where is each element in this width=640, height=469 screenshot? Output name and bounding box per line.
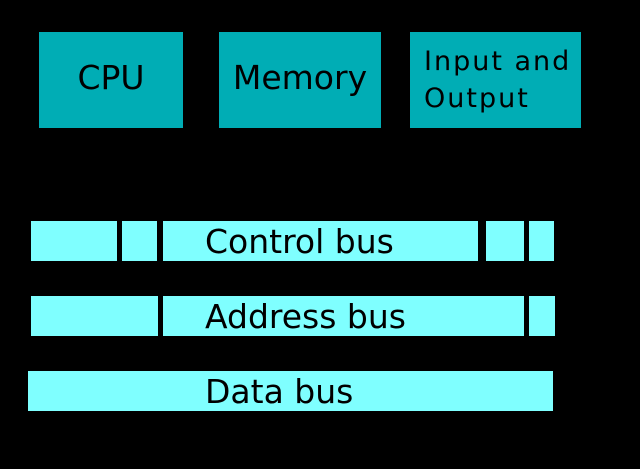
cpu-label: CPU [77, 57, 145, 97]
input-output-label-line1: Input and [424, 46, 572, 77]
address-bus-segment [163, 296, 524, 336]
input-output-label-line2: Output [424, 83, 530, 114]
address-bus-segment [529, 296, 555, 336]
cpu-box: CPU [39, 32, 183, 128]
memory-label: Memory [232, 57, 368, 97]
control-bus-segment [486, 221, 524, 261]
data-bus-label: Data bus [205, 371, 354, 411]
memory-box: Memory [219, 32, 381, 128]
control-bus-label: Control bus [205, 221, 394, 261]
data-bus: Data bus [0, 371, 640, 411]
address-bus-label: Address bus [205, 296, 406, 336]
control-bus-segment [31, 221, 117, 261]
address-bus-segment [31, 296, 158, 336]
control-bus: Control bus [0, 221, 640, 261]
control-bus-segment [163, 221, 478, 261]
control-bus-segment [122, 221, 157, 261]
address-bus: Address bus [0, 296, 640, 336]
data-bus-segment [28, 371, 553, 411]
input-output-box: Input and Output [410, 32, 581, 128]
control-bus-segment [529, 221, 554, 261]
